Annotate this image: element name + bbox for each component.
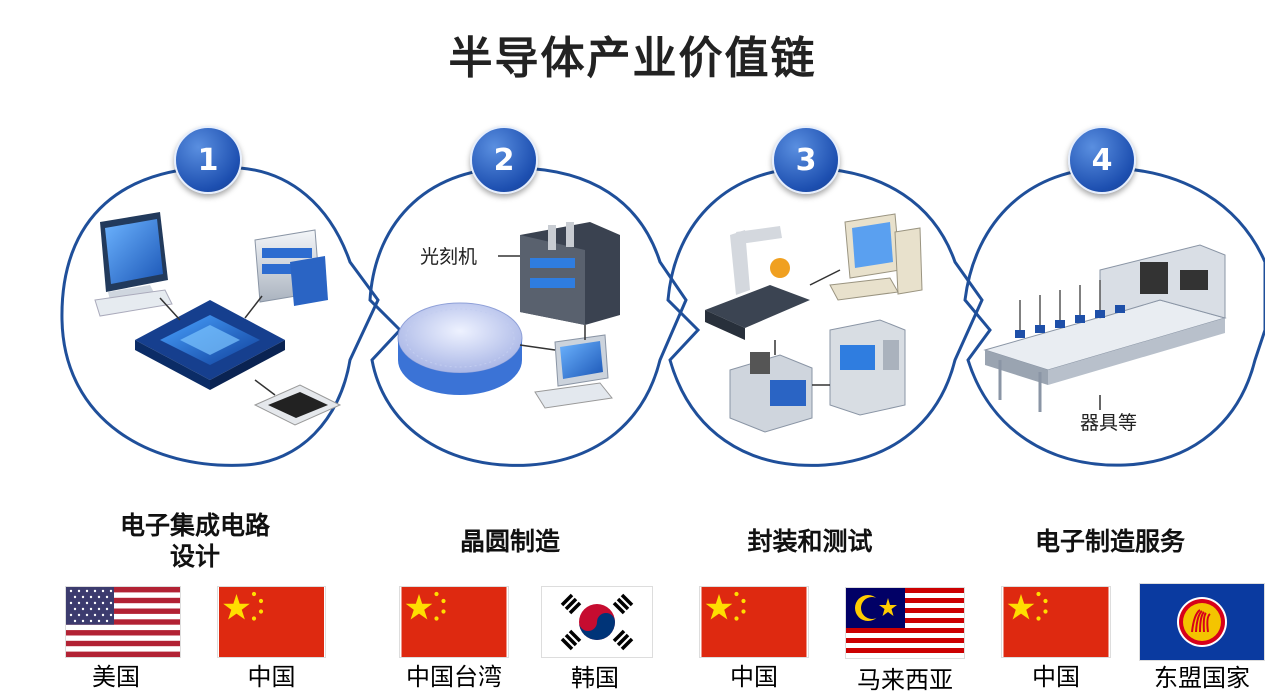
- computer-icon: [534, 334, 613, 409]
- category-ic-design-line2: 设计: [169, 542, 220, 572]
- stage-3-badge: 3: [772, 126, 840, 194]
- stage-3-illustration: [705, 213, 923, 433]
- cabinet-icon: [829, 319, 906, 416]
- lithography-machine-icon: [520, 222, 620, 325]
- desktop-computer-icon: [829, 213, 923, 301]
- country-label-malaysia: 马来西亚: [857, 666, 953, 694]
- test-station-icon: [729, 352, 813, 433]
- workbench-icon: [983, 244, 1227, 412]
- stage-2-badge: 2: [470, 126, 538, 194]
- stage-3-outline: [666, 166, 984, 467]
- chip-icon: [135, 300, 285, 390]
- korea-flag: [542, 587, 652, 657]
- stage-2-illustration: [397, 222, 620, 409]
- country-label-china-1: 中国: [247, 663, 296, 691]
- malaysia-flag: [846, 588, 964, 658]
- china-flag-3: [701, 587, 807, 657]
- category-packaging-test: 封装和测试: [747, 527, 873, 556]
- monitor-icon: [94, 212, 173, 317]
- country-label-china-2: 中国: [730, 663, 778, 691]
- category-ic-design: 电子集成电路 设计: [95, 510, 295, 573]
- wafer-icon: [397, 302, 523, 395]
- lithography-label: 光刻机: [420, 246, 478, 268]
- category-wafer-fab: 晶圆制造: [459, 527, 560, 556]
- usa-flag: [66, 587, 180, 657]
- stage-4-illustration: [983, 244, 1227, 412]
- china-flag-2: [401, 587, 507, 657]
- country-label-taiwan: 中国台湾: [406, 663, 502, 691]
- stage-1-illustration: [94, 212, 342, 426]
- stage-2-outline: [368, 166, 688, 467]
- page-title: 半导体产业价值链: [448, 33, 817, 84]
- china-flag: [219, 587, 324, 657]
- small-chip-icon: [253, 384, 342, 426]
- country-label-usa: 美国: [92, 663, 140, 691]
- asean-flag: [1140, 584, 1264, 660]
- server-icon: [254, 229, 328, 306]
- equipment-label: 器具等: [1080, 412, 1138, 434]
- country-label-china-3: 中国: [1032, 663, 1080, 691]
- stage-4-badge: 4: [1068, 126, 1136, 194]
- stage-4-outline: [963, 166, 1265, 467]
- china-flag-4: [1003, 587, 1109, 657]
- country-label-asean: 东盟国家: [1154, 664, 1250, 692]
- country-label-korea: 韩国: [571, 664, 619, 692]
- robot-arm-icon: [705, 226, 810, 340]
- category-ic-design-line1: 电子集成电路: [119, 511, 270, 540]
- stage-1-badge: 1: [174, 126, 242, 194]
- stage-1-outline: [60, 165, 380, 467]
- category-ems: 电子制造服务: [1034, 527, 1185, 556]
